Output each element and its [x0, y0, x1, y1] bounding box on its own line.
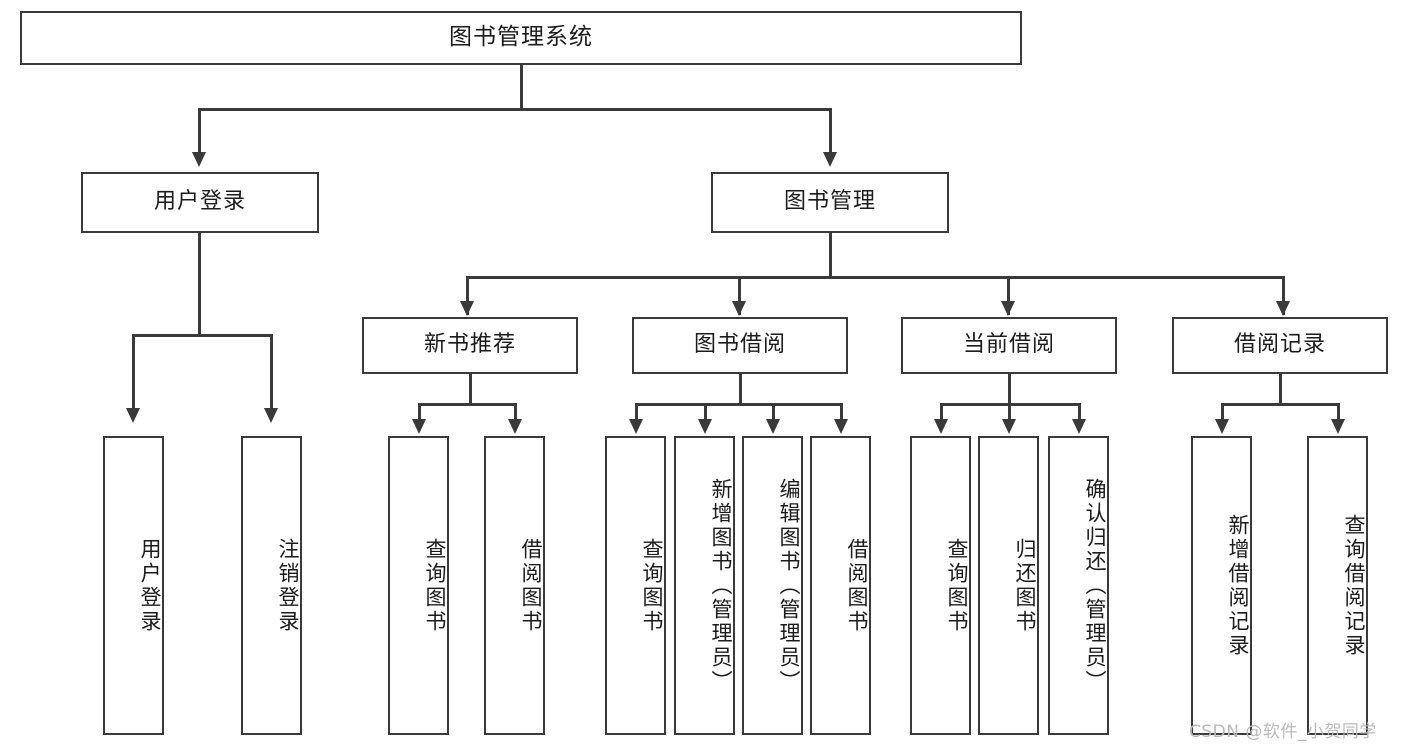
connector-root-stem: [520, 65, 523, 110]
node-user-login[interactable]: 用户登录: [81, 172, 319, 233]
arrowhead-bookmgmt-to-c4: [1276, 301, 1290, 316]
leaf-label: 查询图书: [945, 537, 969, 634]
connector-borrow-to-l1: [635, 403, 638, 421]
arrowhead-current-to-l1: [934, 419, 948, 434]
leaf-borrow-book[interactable]: 借阅图书: [810, 436, 871, 735]
watermark-text: CSDN @软件_小贺同学: [1189, 722, 1377, 742]
connector-current-to-l2: [1008, 403, 1011, 421]
leaf-label: 编辑图书（管理员）: [777, 477, 801, 694]
leaf-label: 查询借阅记录: [1342, 513, 1366, 658]
connector-current-stem: [1008, 374, 1011, 405]
leaf-confirm-return-admin[interactable]: 确认归还（管理员）: [1048, 436, 1109, 735]
connector-recommend-to-l2: [514, 403, 517, 421]
arrowhead-current-to-l2: [1002, 419, 1016, 434]
arrowhead-recommend-to-l1: [412, 419, 426, 434]
leaf-user-login[interactable]: 用户登录: [103, 436, 164, 735]
connector-root-to-bookmgmt: [829, 108, 832, 154]
connector-borrow-to-l3: [772, 403, 775, 421]
node-new-book-recommend[interactable]: 新书推荐: [362, 317, 578, 374]
leaf-label: 查询图书: [640, 537, 664, 634]
leaf-label: 新增借阅记录: [1226, 513, 1250, 658]
leaf-query-book-recommend[interactable]: 查询图书: [388, 436, 449, 735]
connector-record-bus: [1221, 403, 1339, 406]
node-label: 图书管理: [783, 189, 876, 215]
arrowhead-borrow-to-l4: [834, 419, 848, 434]
node-label: 当前借阅: [962, 332, 1055, 358]
arrowhead-record-to-l1: [1215, 419, 1229, 434]
arrowhead-borrow-to-l2: [698, 419, 712, 434]
leaf-add-borrow-record[interactable]: 新增借阅记录: [1191, 436, 1252, 735]
leaf-edit-book-admin[interactable]: 编辑图书（管理员）: [742, 436, 803, 735]
connector-login-bus: [132, 334, 272, 337]
connector-record-stem: [1279, 374, 1282, 405]
leaf-label: 确认归还（管理员）: [1083, 477, 1107, 694]
node-label: 借阅记录: [1233, 332, 1326, 358]
leaf-add-book-admin[interactable]: 新增图书（管理员）: [674, 436, 735, 735]
leaf-label: 注销登录: [276, 537, 300, 634]
node-book-management[interactable]: 图书管理: [711, 172, 949, 233]
connector-bookmgmt-to-c4: [1282, 276, 1285, 315]
connector-borrow-to-l4: [840, 403, 843, 421]
node-root-system[interactable]: 图书管理系统: [20, 11, 1022, 65]
connector-record-to-l2: [1337, 403, 1340, 421]
connector-bookmgmt-stem: [829, 233, 832, 278]
connector-borrow-bus: [635, 403, 842, 406]
connector-login-to-leaf1: [132, 334, 135, 410]
arrowhead-recommend-to-l2: [508, 419, 522, 434]
leaf-label: 新增图书（管理员）: [709, 477, 733, 694]
connector-record-to-l1: [1221, 403, 1224, 421]
connector-current-to-l3: [1078, 403, 1081, 421]
connector-borrow-to-l2: [704, 403, 707, 421]
connector-bookmgmt-to-c2: [738, 276, 741, 315]
connector-bookmgmt-to-c1: [466, 276, 469, 315]
connector-bookmgmt-to-c3: [1007, 276, 1010, 315]
leaf-logout[interactable]: 注销登录: [241, 436, 302, 735]
connector-root-bus: [198, 108, 832, 111]
connector-borrow-stem: [739, 374, 742, 405]
arrowhead-bookmgmt-to-c2: [732, 301, 746, 316]
node-label: 新书推荐: [423, 332, 516, 358]
leaf-label: 用户登录: [138, 537, 162, 634]
arrowhead-root-to-bookmgmt: [823, 152, 837, 167]
leaf-label: 查询图书: [423, 537, 447, 634]
leaf-label: 借阅图书: [519, 537, 543, 634]
node-label: 图书管理系统: [449, 24, 593, 51]
arrowhead-bookmgmt-to-c1: [460, 301, 474, 316]
leaf-query-borrow-record[interactable]: 查询借阅记录: [1307, 436, 1368, 735]
arrowhead-record-to-l2: [1331, 419, 1345, 434]
leaf-label: 借阅图书: [845, 537, 869, 634]
arrowhead-current-to-l3: [1072, 419, 1086, 434]
leaf-borrow-book-recommend[interactable]: 借阅图书: [484, 436, 545, 735]
arrowhead-login-to-leaf1: [126, 408, 140, 423]
connector-login-to-leaf2: [270, 334, 273, 410]
node-current-borrow[interactable]: 当前借阅: [901, 317, 1117, 374]
leaf-return-book[interactable]: 归还图书: [978, 436, 1039, 735]
csdn-watermark: CSDN @软件_小贺同学: [1189, 717, 1377, 742]
arrowhead-root-to-login: [192, 152, 206, 167]
node-label: 用户登录: [153, 189, 246, 215]
connector-recommend-stem: [469, 374, 472, 405]
arrowhead-login-to-leaf2: [264, 408, 278, 423]
connector-recommend-bus: [418, 403, 516, 406]
leaf-query-book-current[interactable]: 查询图书: [910, 436, 971, 735]
connector-root-to-login: [198, 108, 201, 154]
arrowhead-borrow-to-l1: [629, 419, 643, 434]
arrowhead-bookmgmt-to-c3: [1001, 301, 1015, 316]
node-book-borrow[interactable]: 图书借阅: [632, 317, 848, 374]
connector-current-to-l1: [940, 403, 943, 421]
leaf-query-book-borrow[interactable]: 查询图书: [605, 436, 666, 735]
leaf-label: 归还图书: [1013, 537, 1037, 634]
connector-recommend-to-l1: [418, 403, 421, 421]
connector-login-stem: [198, 233, 201, 336]
arrowhead-borrow-to-l3: [766, 419, 780, 434]
node-borrow-record[interactable]: 借阅记录: [1172, 317, 1388, 374]
connector-bookmgmt-bus: [466, 276, 1284, 279]
node-label: 图书借阅: [693, 332, 786, 358]
